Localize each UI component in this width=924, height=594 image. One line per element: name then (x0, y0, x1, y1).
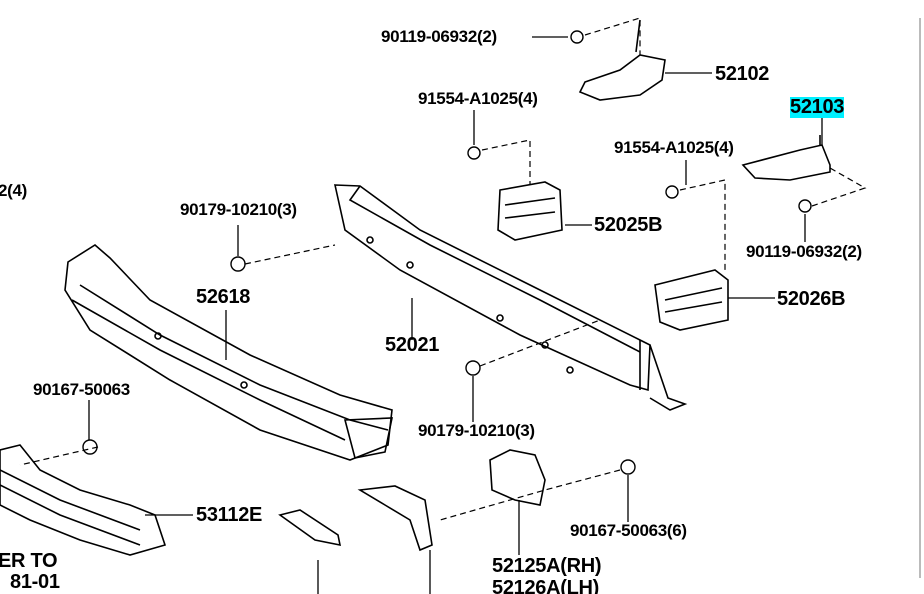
part-label-53112e[interactable]: 53112E (196, 504, 263, 526)
bracket-52025b-drawing (497, 181, 563, 241)
absorber-52618-drawing (64, 244, 393, 461)
part-label-52126a-lh[interactable]: 52126A(LH) (492, 577, 600, 594)
part-label-91554-a1025-a[interactable]: 91554-A1025(4) (418, 89, 538, 108)
reinforcement-52021-drawing (333, 184, 688, 411)
refer-to-link[interactable]: 81-01 (10, 571, 60, 593)
refer-to-text: ER TO (0, 550, 58, 572)
part-label-90119-06932-b[interactable]: 90119-06932(2) (746, 242, 862, 261)
bracket-52103-drawing (741, 135, 831, 181)
part-label-52102[interactable]: 52102 (715, 63, 770, 85)
part-label-91554-a1025-b[interactable]: 91554-A1025(4) (614, 138, 734, 157)
part-label-52026b[interactable]: 52026B (777, 288, 846, 310)
part-label-90167-50063-a[interactable]: 90167-50063 (33, 380, 130, 399)
leader-lines (88, 36, 823, 594)
part-label-52025b[interactable]: 52025B (594, 214, 663, 236)
dashed-lines (19, 17, 867, 521)
part-label-52021[interactable]: 52021 (385, 334, 440, 356)
part-label-cut-left[interactable]: 2(4) (0, 181, 28, 200)
bracket-52026b-drawing (654, 269, 729, 331)
part-label-90119-06932-top[interactable]: 90119-06932(2) (381, 27, 497, 46)
grille-53112e-drawing (0, 444, 167, 556)
part-label-90179-10210-b[interactable]: 90179-10210(3) (418, 421, 535, 440)
part-label-52618[interactable]: 52618 (196, 286, 251, 308)
part-label-90179-10210-a[interactable]: 90179-10210(3) (180, 200, 297, 219)
bracket-52125a-drawing (278, 449, 546, 552)
scrollbar[interactable] (919, 18, 921, 578)
part-label-52125a-rh[interactable]: 52125A(RH) (492, 555, 602, 577)
part-label-52103-highlighted[interactable]: 52103 (790, 96, 845, 118)
part-label-90167-50063-b[interactable]: 90167-50063(6) (570, 521, 687, 540)
bracket-52102-drawing (578, 19, 666, 101)
